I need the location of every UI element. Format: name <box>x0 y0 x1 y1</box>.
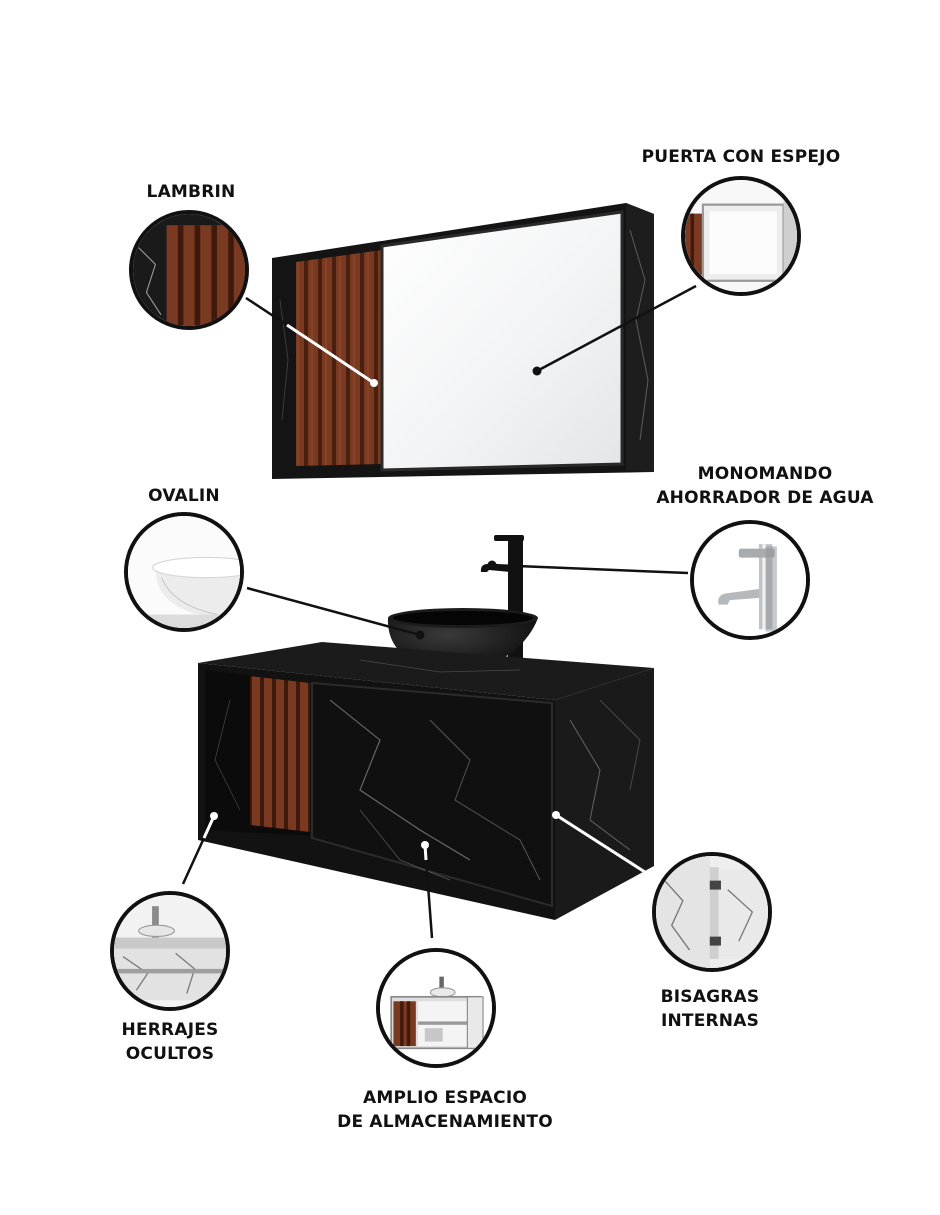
white-vessel-sink-icon <box>124 512 244 632</box>
label-monomando: MONOMANDO AHORRADOR DE AGUA <box>656 464 874 508</box>
label-bisagras-internas: BISAGRAS INTERNAS <box>660 987 760 1031</box>
label-ovalin: OVALIN <box>148 486 220 506</box>
label-amplio-espacio: AMPLIO ESPACIO DE ALMACENAMIENTO <box>337 1088 553 1132</box>
mirror-cabinet <box>272 203 654 479</box>
leader-lines <box>181 284 697 939</box>
label-puerta-con-espejo: PUERTA CON ESPEJO <box>641 147 841 167</box>
mirror-door-closeup-icon <box>681 176 801 296</box>
chrome-faucet-icon <box>690 520 810 640</box>
internal-hinge-closeup-icon <box>652 852 772 972</box>
vanity-cabinet <box>198 642 654 920</box>
label-lambrin: LAMBRIN <box>146 182 236 202</box>
wood-slat-panel-closeup-icon <box>129 210 249 330</box>
hidden-hardware-closeup-icon <box>110 891 230 1011</box>
label-herrajes-ocultos: HERRAJES OCULTOS <box>121 1020 219 1064</box>
open-storage-cabinet-icon <box>376 948 496 1068</box>
